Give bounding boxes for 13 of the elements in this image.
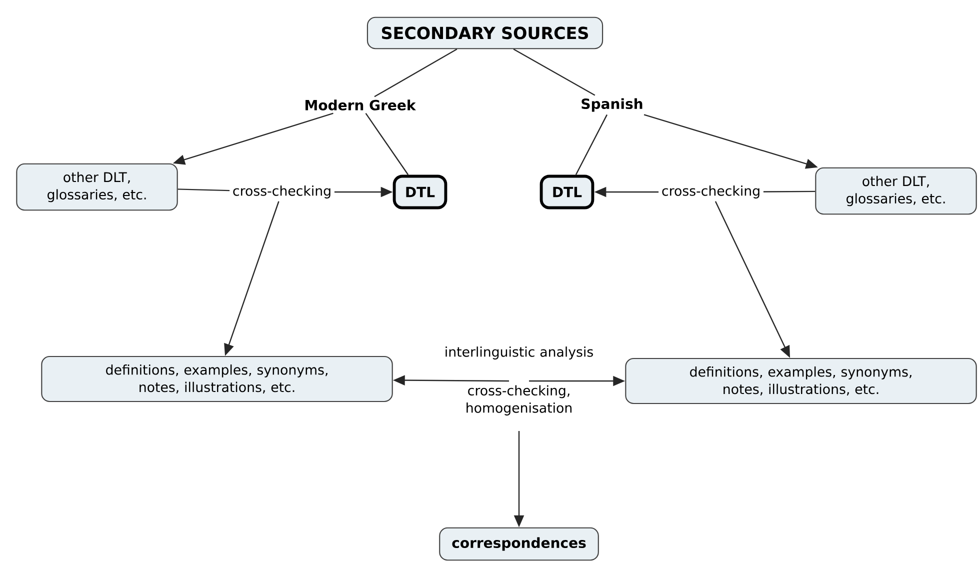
linking-phrase: Modern Greek [302, 96, 418, 114]
concept-box: SECONDARY SOURCES [366, 16, 604, 50]
concept-box: DTL [540, 174, 594, 210]
linking-phrase: interlinguistic analysis cross-checking, homogenisation [431, 344, 607, 418]
concept-box: other DLT, glossaries, etc. [16, 163, 178, 211]
concept-box: other DLT, glossaries, etc. [815, 167, 977, 215]
linking-phrase: cross-checking [230, 182, 334, 202]
concept-box: definitions, examples, synonyms, notes, illustrations, etc. [41, 356, 393, 402]
linking-phrase: cross-checking [658, 182, 764, 202]
concept-box: correspondences [439, 527, 599, 561]
concept-box: DTL [392, 174, 448, 210]
linking-phrase: Spanish [578, 96, 646, 114]
concept-box: definitions, examples, synonyms, notes, illustrations, etc. [625, 358, 977, 404]
